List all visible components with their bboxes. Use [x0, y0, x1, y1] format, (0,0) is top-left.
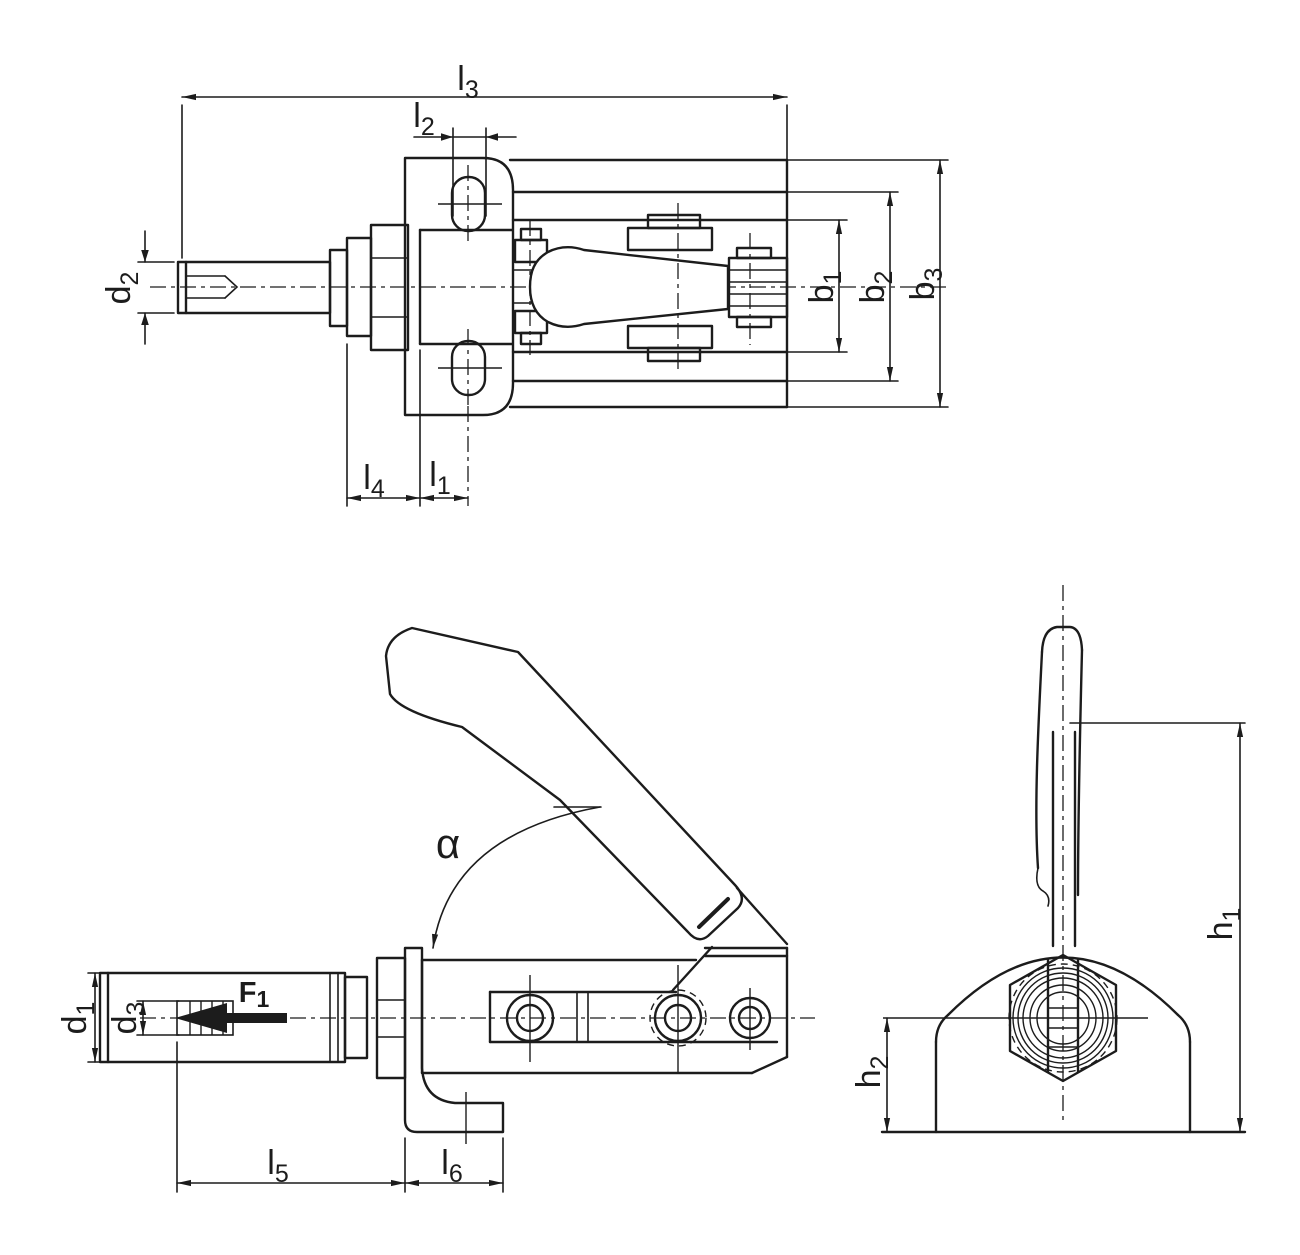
dimension-alpha: α: [432, 806, 602, 949]
label-l4: l4: [363, 459, 385, 503]
label-d1: d1: [56, 1002, 100, 1035]
label-f1: F1: [239, 977, 270, 1012]
dimension-l3: l3: [181, 60, 788, 259]
clamp-body-side: [880, 956, 1247, 1134]
dimension-h2: h2: [850, 1017, 894, 1133]
dimension-d2: d2: [100, 230, 175, 345]
front-view: F1: [56, 626, 815, 1193]
force-arrow-f1: F1: [175, 977, 287, 1033]
hex-nut-side: [883, 953, 1148, 1083]
body-hole-2: [649, 965, 707, 1072]
label-d2: d2: [100, 272, 144, 305]
flange-plate-top: [403, 156, 547, 417]
knurled-roller-top: [727, 233, 789, 345]
label-b3: b3: [904, 268, 948, 301]
washer-and-nut-top: [345, 223, 410, 352]
dimension-b1-b2-b3: b1 b2 b3: [786, 159, 949, 408]
handle-top-view: [528, 246, 730, 328]
dimension-l2: l2: [413, 97, 517, 217]
label-d3: d3: [106, 1002, 150, 1035]
handle-front-view: [384, 626, 789, 946]
label-h2: h2: [850, 1056, 894, 1089]
side-view: h2 h1: [850, 585, 1247, 1134]
label-h1: h1: [1202, 908, 1246, 941]
label-alpha: α: [436, 820, 460, 867]
dimension-d1: d1: [56, 972, 103, 1063]
top-view: l3 l2 d2 l4 l1: [100, 60, 950, 507]
dimension-l4-l1: l4 l1: [346, 343, 469, 507]
label-l6: l6: [441, 1144, 462, 1188]
label-l2: l2: [413, 97, 434, 141]
label-b2: b2: [854, 271, 898, 304]
f1-arrowhead: [175, 1003, 227, 1033]
label-l1: l1: [429, 456, 450, 500]
clamp-body-front: [420, 945, 789, 1075]
label-b1: b1: [803, 271, 847, 304]
alpha-arc: [432, 806, 601, 949]
plunger-rod-top: [176, 248, 349, 328]
handle-tip-face: [697, 897, 730, 929]
clevis-far-plate-edge: [735, 886, 789, 946]
angle-bracket-front: [403, 946, 505, 1144]
body-hole-3: [728, 988, 772, 1050]
toggle-linkage-top: [626, 203, 714, 372]
handle-side-view: [1035, 625, 1084, 948]
dimension-d3: d3: [106, 1000, 180, 1036]
dimension-h1: h1: [1069, 722, 1246, 1133]
dimension-l5-l6: l5 l6: [176, 1041, 504, 1193]
clamp-body-top: [508, 158, 789, 409]
label-l3: l3: [457, 60, 478, 104]
body-hole-1: [505, 975, 555, 1062]
label-l5: l5: [267, 1144, 288, 1188]
